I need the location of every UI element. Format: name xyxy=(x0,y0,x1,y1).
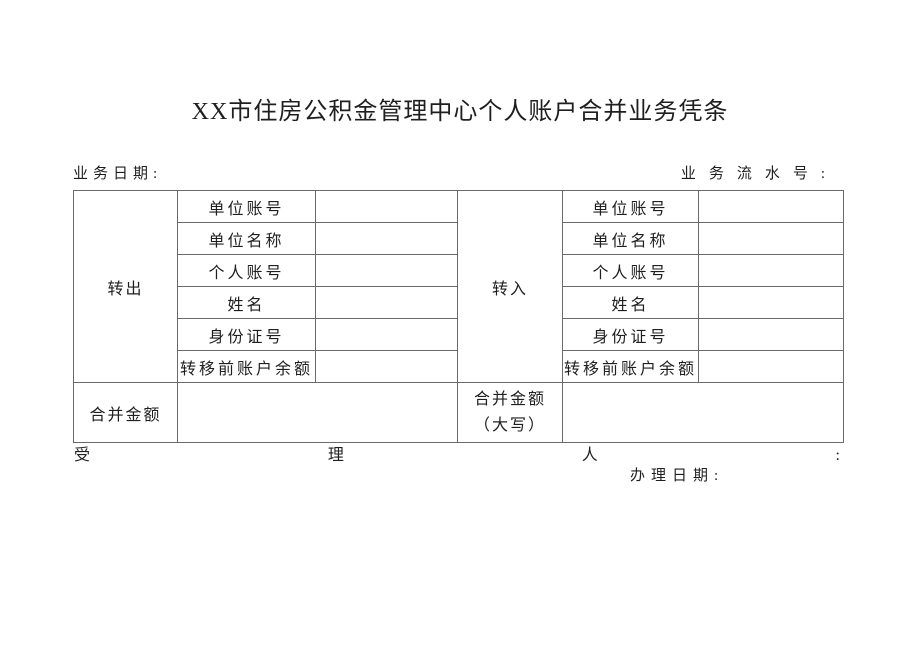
in-name-field[interactable] xyxy=(698,286,844,319)
transfer-out-header: 转出 xyxy=(73,190,178,383)
serial-number-label: 业务流水号: xyxy=(680,166,838,182)
handle-date-label: 办理日期: xyxy=(630,468,725,484)
merge-amount-label: 合并金额 xyxy=(73,382,178,443)
acceptor-char-3: 人 xyxy=(581,447,598,464)
header-row: 业务日期: 业务流水号: xyxy=(73,164,848,184)
transfer-in-header: 转入 xyxy=(457,190,563,383)
in-id-number-field[interactable] xyxy=(698,318,844,351)
in-id-number-label: 身份证号 xyxy=(562,318,699,351)
out-pre-transfer-balance-label: 转移前账户余额 xyxy=(177,350,316,383)
table-row: 转出 单位账号 转入 单位账号 xyxy=(73,190,844,383)
in-unit-name-field[interactable] xyxy=(698,222,844,255)
in-unit-account-label: 单位账号 xyxy=(562,190,699,223)
out-unit-account-field[interactable] xyxy=(315,190,458,223)
out-unit-account-label: 单位账号 xyxy=(177,190,316,223)
acceptor-char-2: 理 xyxy=(327,447,344,464)
out-name-label: 姓名 xyxy=(177,286,316,319)
acceptor-char-1: 受 xyxy=(74,447,91,464)
out-pre-transfer-balance-field[interactable] xyxy=(315,350,458,383)
table-row: 合并金额 合并金额 （大写） xyxy=(73,382,844,443)
serial-number-group: 业务流水号: xyxy=(681,164,848,184)
out-unit-name-label: 单位名称 xyxy=(177,222,316,255)
in-pre-transfer-balance-label: 转移前账户余额 xyxy=(562,350,699,383)
in-name-label: 姓名 xyxy=(562,286,699,319)
merge-caps-line1: 合并金额 xyxy=(473,390,546,408)
in-personal-account-label: 个人账号 xyxy=(562,254,699,287)
table-row: 姓名 姓名 xyxy=(74,286,844,319)
acceptor-line: 受 理 人 : xyxy=(74,447,840,465)
out-id-number-field[interactable] xyxy=(315,318,458,351)
out-personal-account-field[interactable] xyxy=(315,254,458,287)
out-personal-account-label: 个人账号 xyxy=(177,254,316,287)
out-id-number-label: 身份证号 xyxy=(177,318,316,351)
in-unit-account-field[interactable] xyxy=(698,190,844,223)
out-name-field[interactable] xyxy=(315,286,458,319)
acceptor-colon: : xyxy=(835,447,840,464)
handle-date-line: 办理日期: xyxy=(630,467,724,486)
out-unit-name-field[interactable] xyxy=(315,222,458,255)
business-date-label: 业务日期: xyxy=(73,166,163,182)
merge-amount-field[interactable] xyxy=(177,382,458,443)
in-personal-account-field[interactable] xyxy=(698,254,844,287)
in-unit-name-label: 单位名称 xyxy=(562,222,699,255)
merge-caps-line2: （大写） xyxy=(473,416,546,434)
merge-amount-caps-label: 合并金额 （大写） xyxy=(457,382,563,443)
document-title: XX市住房公积金管理中心个人账户合并业务凭条 xyxy=(191,99,729,125)
table-row: 身份证号 身份证号 xyxy=(74,318,844,351)
merge-form-table: 转出 单位账号 转入 单位账号 单位名称 单位名称 个人账号 个人账号 姓名 xyxy=(73,190,844,443)
in-pre-transfer-balance-field[interactable] xyxy=(698,350,844,383)
merge-amount-caps-field[interactable] xyxy=(562,382,844,443)
business-date-group: 业务日期: xyxy=(73,164,172,184)
